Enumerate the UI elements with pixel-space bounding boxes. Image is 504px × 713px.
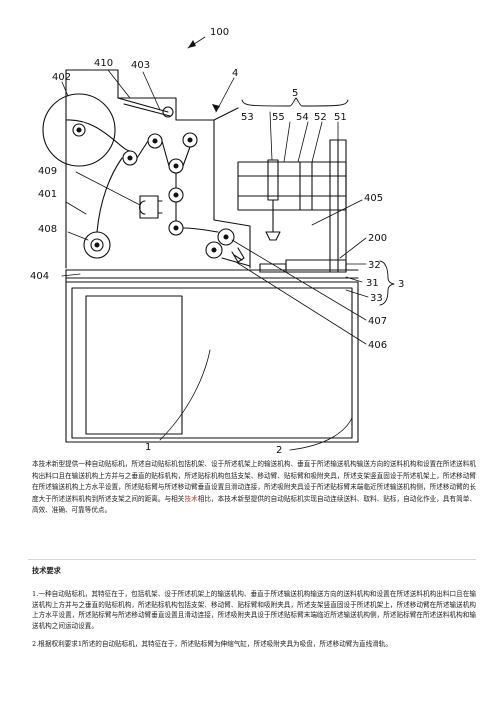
linkage (231, 247, 245, 263)
labeler-housing (65, 69, 251, 269)
section-divider (28, 559, 476, 560)
figure-label: 4 (232, 68, 238, 79)
figure-label: 405 (364, 193, 383, 204)
figure-label: 1 (145, 442, 151, 453)
figure-label: 200 (368, 233, 387, 244)
figure-label: 407 (368, 316, 387, 327)
figure-label: 2 (276, 445, 282, 456)
figure-label: 409 (38, 166, 57, 177)
feeder (259, 259, 359, 283)
abstract-text: 本技术新型提供一种自动贴标机，所述自动贴标机包括机架、设于所述机架上的输送机构、… (32, 459, 476, 517)
figure-label: 52 (314, 112, 327, 123)
claim-1: 1.一种自动贴标机，其特征在于，包括机架、设于所述机架上的输送机构、垂直于所述输… (32, 590, 476, 630)
label-roll (42, 93, 116, 167)
figure-label: 32 (368, 260, 381, 271)
abstract-part-2: 相比，本技术新型提供的自动贴标机实现自动连续送料、取料、贴标，自动化作业，具有简… (32, 494, 477, 515)
figure-label: 403 (131, 60, 150, 71)
figure-label: 100 (210, 27, 229, 38)
tension-arm (117, 97, 174, 118)
machine-frame (65, 281, 359, 443)
abstract-highlight: 技术 (184, 494, 198, 503)
leader-lines (61, 36, 369, 451)
figure-label: 53 (241, 112, 254, 123)
figure-label: 54 (296, 112, 309, 123)
figure-label: 55 (272, 112, 285, 123)
figure-label: 404 (30, 271, 49, 282)
claims-heading: 技术要求 (32, 566, 61, 575)
figure-labels: 100 410 403 4 402 5 53 55 54 52 51 409 4… (30, 27, 404, 456)
figure-label: 5 (292, 88, 298, 99)
drive-roll (83, 231, 111, 259)
figure-label: 3 (398, 279, 404, 290)
figure-label: 33 (370, 293, 383, 304)
patent-figure: 100 410 403 4 402 5 53 55 54 52 51 409 4… (30, 27, 404, 456)
peel-rollers (205, 228, 235, 259)
figure-label: 51 (334, 112, 347, 123)
figure-label: 406 (368, 340, 387, 351)
mount-block (139, 195, 163, 219)
labeling-mechanism (237, 139, 347, 273)
figure-label: 410 (94, 58, 113, 69)
claim-2: 2.根据权利要求1所述的自动贴标机，其特征在于，所述贴标臂为伸缩气缸，所述吸附夹… (32, 640, 392, 649)
figure-label: 408 (38, 224, 57, 235)
abstract-part-1: 本技术新型提供一种自动贴标机，所述自动贴标机包括机架、设于所述机架上的输送机构、… (32, 460, 476, 503)
figure-label: 402 (52, 72, 71, 83)
claims-section: 技术要求 1.一种自动贴标机，其特征在于，包括机架、设于所述机架上的输送机构、垂… (32, 566, 476, 658)
figure-label: 31 (366, 278, 379, 289)
figure-label: 401 (38, 189, 57, 200)
guide-rollers (122, 132, 198, 236)
